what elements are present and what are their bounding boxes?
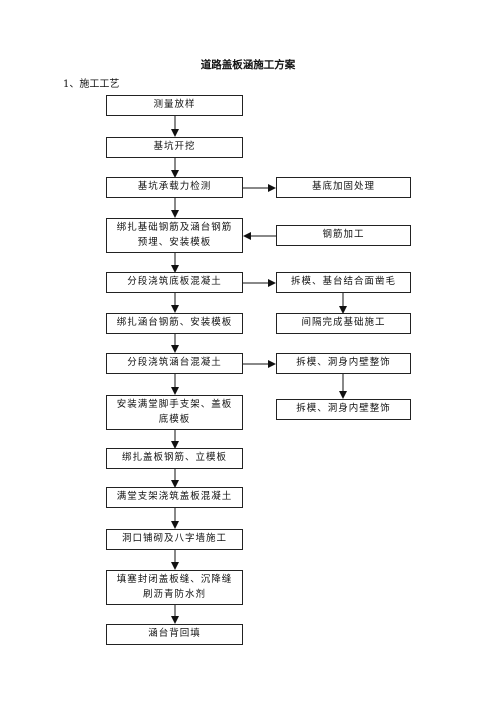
flow-step-1: 测量放样	[106, 95, 243, 116]
flow-step-4: 绑扎基础钢筋及涵台钢筋 预埋、安装模板	[106, 218, 243, 253]
section-heading: 1、施工工艺	[63, 79, 120, 90]
flow-step-1-label: 测量放样	[153, 99, 196, 111]
side-step-3-label: 拆模、基台结合面凿毛	[290, 276, 396, 288]
flow-step-2: 基坑开挖	[106, 137, 243, 158]
flow-step-3: 基坑承载力检测	[106, 177, 243, 198]
flow-step-3-label: 基坑承载力检测	[137, 181, 212, 193]
side-step-5: 拆模、洞身内壁整饰	[276, 353, 411, 374]
flow-step-4-label-line1: 绑扎基础钢筋及涵台钢筋	[116, 222, 233, 234]
side-step-2: 钢筋加工	[276, 225, 411, 246]
flow-step-5-label: 分段浇筑底板混凝土	[127, 276, 222, 288]
flow-step-10: 满堂支架浇筑盖板混凝土	[106, 487, 243, 508]
flow-step-7: 分段浇筑涵台混凝土	[106, 353, 243, 374]
flow-step-12-label-line1: 填塞封闭盖板缝、沉降缝	[116, 574, 233, 586]
flow-step-2-label: 基坑开挖	[153, 141, 196, 153]
flow-step-6-label: 绑扎涵台钢筋、安装模板	[116, 317, 233, 329]
side-step-6: 拆模、洞身内壁整饰	[276, 399, 411, 420]
flow-step-12: 填塞封闭盖板缝、沉降缝 刷沥青防水剂	[106, 570, 243, 605]
flow-step-11-label: 洞口铺砌及八字墙施工	[121, 533, 227, 545]
flow-step-9-label: 绑扎盖板钢筋、立模板	[121, 452, 227, 464]
flow-step-5: 分段浇筑底板混凝土	[106, 272, 243, 293]
side-step-1: 基底加固处理	[276, 177, 411, 198]
flow-step-13: 涵台背回填	[106, 624, 243, 645]
side-step-1-label: 基底加固处理	[311, 181, 375, 193]
flow-step-9: 绑扎盖板钢筋、立模板	[106, 448, 243, 469]
flow-step-11: 洞口铺砌及八字墙施工	[106, 529, 243, 550]
flow-step-8-label-line1: 安装满堂脚手支架、盖板	[116, 399, 233, 411]
flow-step-13-label: 涵台背回填	[148, 628, 201, 640]
flow-step-6: 绑扎涵台钢筋、安装模板	[106, 313, 243, 334]
flow-step-4-label-line2: 预埋、安装模板	[137, 236, 212, 248]
side-step-5-label: 拆模、洞身内壁整饰	[296, 357, 391, 369]
document-title: 道路盖板涵施工方案	[200, 59, 296, 71]
flow-step-12-label-line2: 刷沥青防水剂	[142, 588, 206, 600]
side-step-4: 间隔完成基础施工	[276, 313, 411, 334]
side-step-4-label: 间隔完成基础施工	[301, 317, 386, 329]
flow-step-8: 安装满堂脚手支架、盖板 底模板	[106, 395, 243, 430]
side-step-3: 拆模、基台结合面凿毛	[276, 272, 411, 293]
side-step-2-label: 钢筋加工	[322, 229, 365, 241]
flow-step-10-label: 满堂支架浇筑盖板混凝土	[116, 491, 233, 503]
flow-step-8-label-line2: 底模板	[158, 413, 191, 425]
side-step-6-label: 拆模、洞身内壁整饰	[296, 403, 391, 415]
flow-step-7-label: 分段浇筑涵台混凝土	[127, 357, 222, 369]
